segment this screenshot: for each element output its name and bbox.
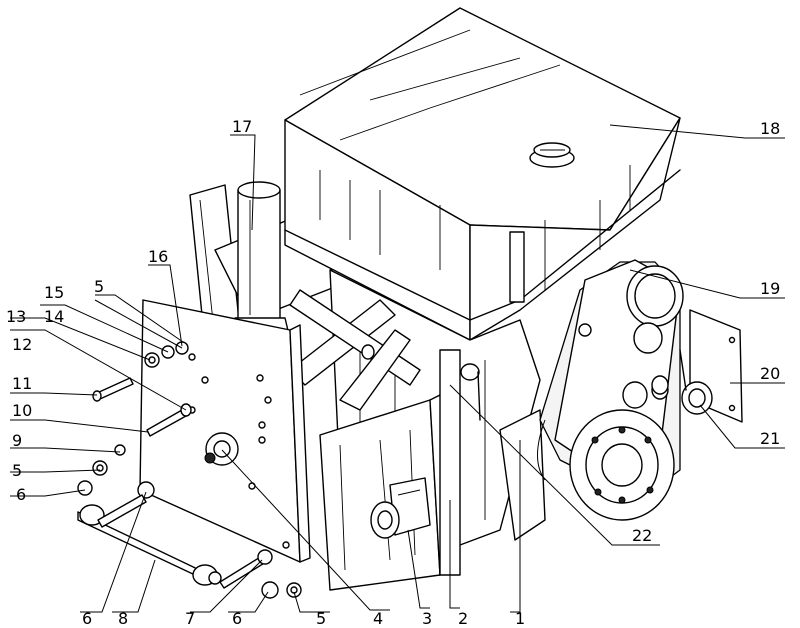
callout-5-lower: 5: [316, 609, 326, 628]
mounting-plate-4: [139, 299, 311, 563]
lower-nuts: [261, 581, 302, 599]
leader-lines: [10, 124, 785, 613]
tank-18: [284, 7, 681, 341]
gear-housing-19: [537, 259, 684, 521]
callout-2: 2: [458, 609, 468, 628]
callout-9: 9: [12, 431, 22, 450]
callout-16: 16: [148, 247, 168, 266]
callout-10: 10: [12, 401, 32, 420]
callout-5-mid: 5: [12, 461, 22, 480]
callout-3: 3: [422, 609, 432, 628]
callout-13: 13: [6, 307, 26, 326]
callout-5-upper: 5: [94, 277, 104, 296]
callout-6-left: 6: [82, 609, 92, 628]
callout-1: 1: [515, 609, 525, 628]
callout-17: 17: [232, 117, 252, 136]
callout-6-lower: 6: [232, 609, 242, 628]
callout-19: 19: [760, 279, 780, 298]
callout-labels: 17 18 19 20 21 22 1 2 3 4 5 6 7 8 6 6 5 …: [6, 117, 780, 628]
callout-4: 4: [373, 609, 383, 628]
callout-21: 21: [760, 429, 780, 448]
callout-22: 22: [632, 526, 652, 545]
bracket-plate: [319, 329, 481, 591]
motor-3: [370, 477, 431, 539]
callout-20: 20: [760, 364, 780, 383]
bearing-21: [651, 349, 713, 415]
callout-6-mid: 6: [16, 485, 26, 504]
callout-7: 7: [185, 609, 195, 628]
fastener-stack: [77, 341, 192, 499]
callout-18: 18: [760, 119, 780, 138]
callout-11: 11: [12, 374, 32, 393]
link-rod-8: [77, 504, 222, 586]
callout-15: 15: [44, 283, 64, 302]
callout-8: 8: [118, 609, 128, 628]
callout-14: 14: [44, 307, 64, 326]
callout-12: 12: [12, 335, 32, 354]
